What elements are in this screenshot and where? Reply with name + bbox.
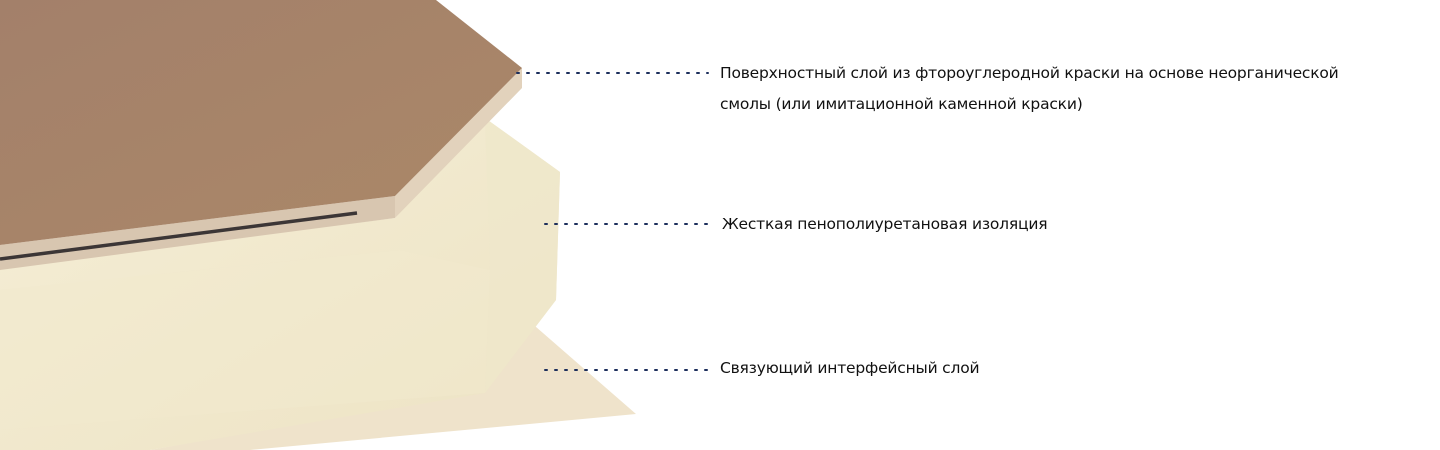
leader-lines — [516, 72, 709, 371]
label-surface-line1: Поверхностный слой из фтороуглеродной кр… — [720, 64, 1339, 82]
surface-paint-layer — [0, 0, 522, 270]
label-foam-layer: Жесткая пенополиуретановая изоляция — [722, 215, 1048, 233]
label-surface-layer: Поверхностный слой из фтороуглеродной кр… — [720, 58, 1339, 120]
foam-insulation-layer — [0, 118, 560, 450]
panel-slot — [0, 211, 358, 261]
label-bonding-layer: Связующий интерфейсный слой — [720, 359, 980, 377]
label-surface-line2: смолы (или имитационной каменной краски) — [720, 95, 1083, 113]
